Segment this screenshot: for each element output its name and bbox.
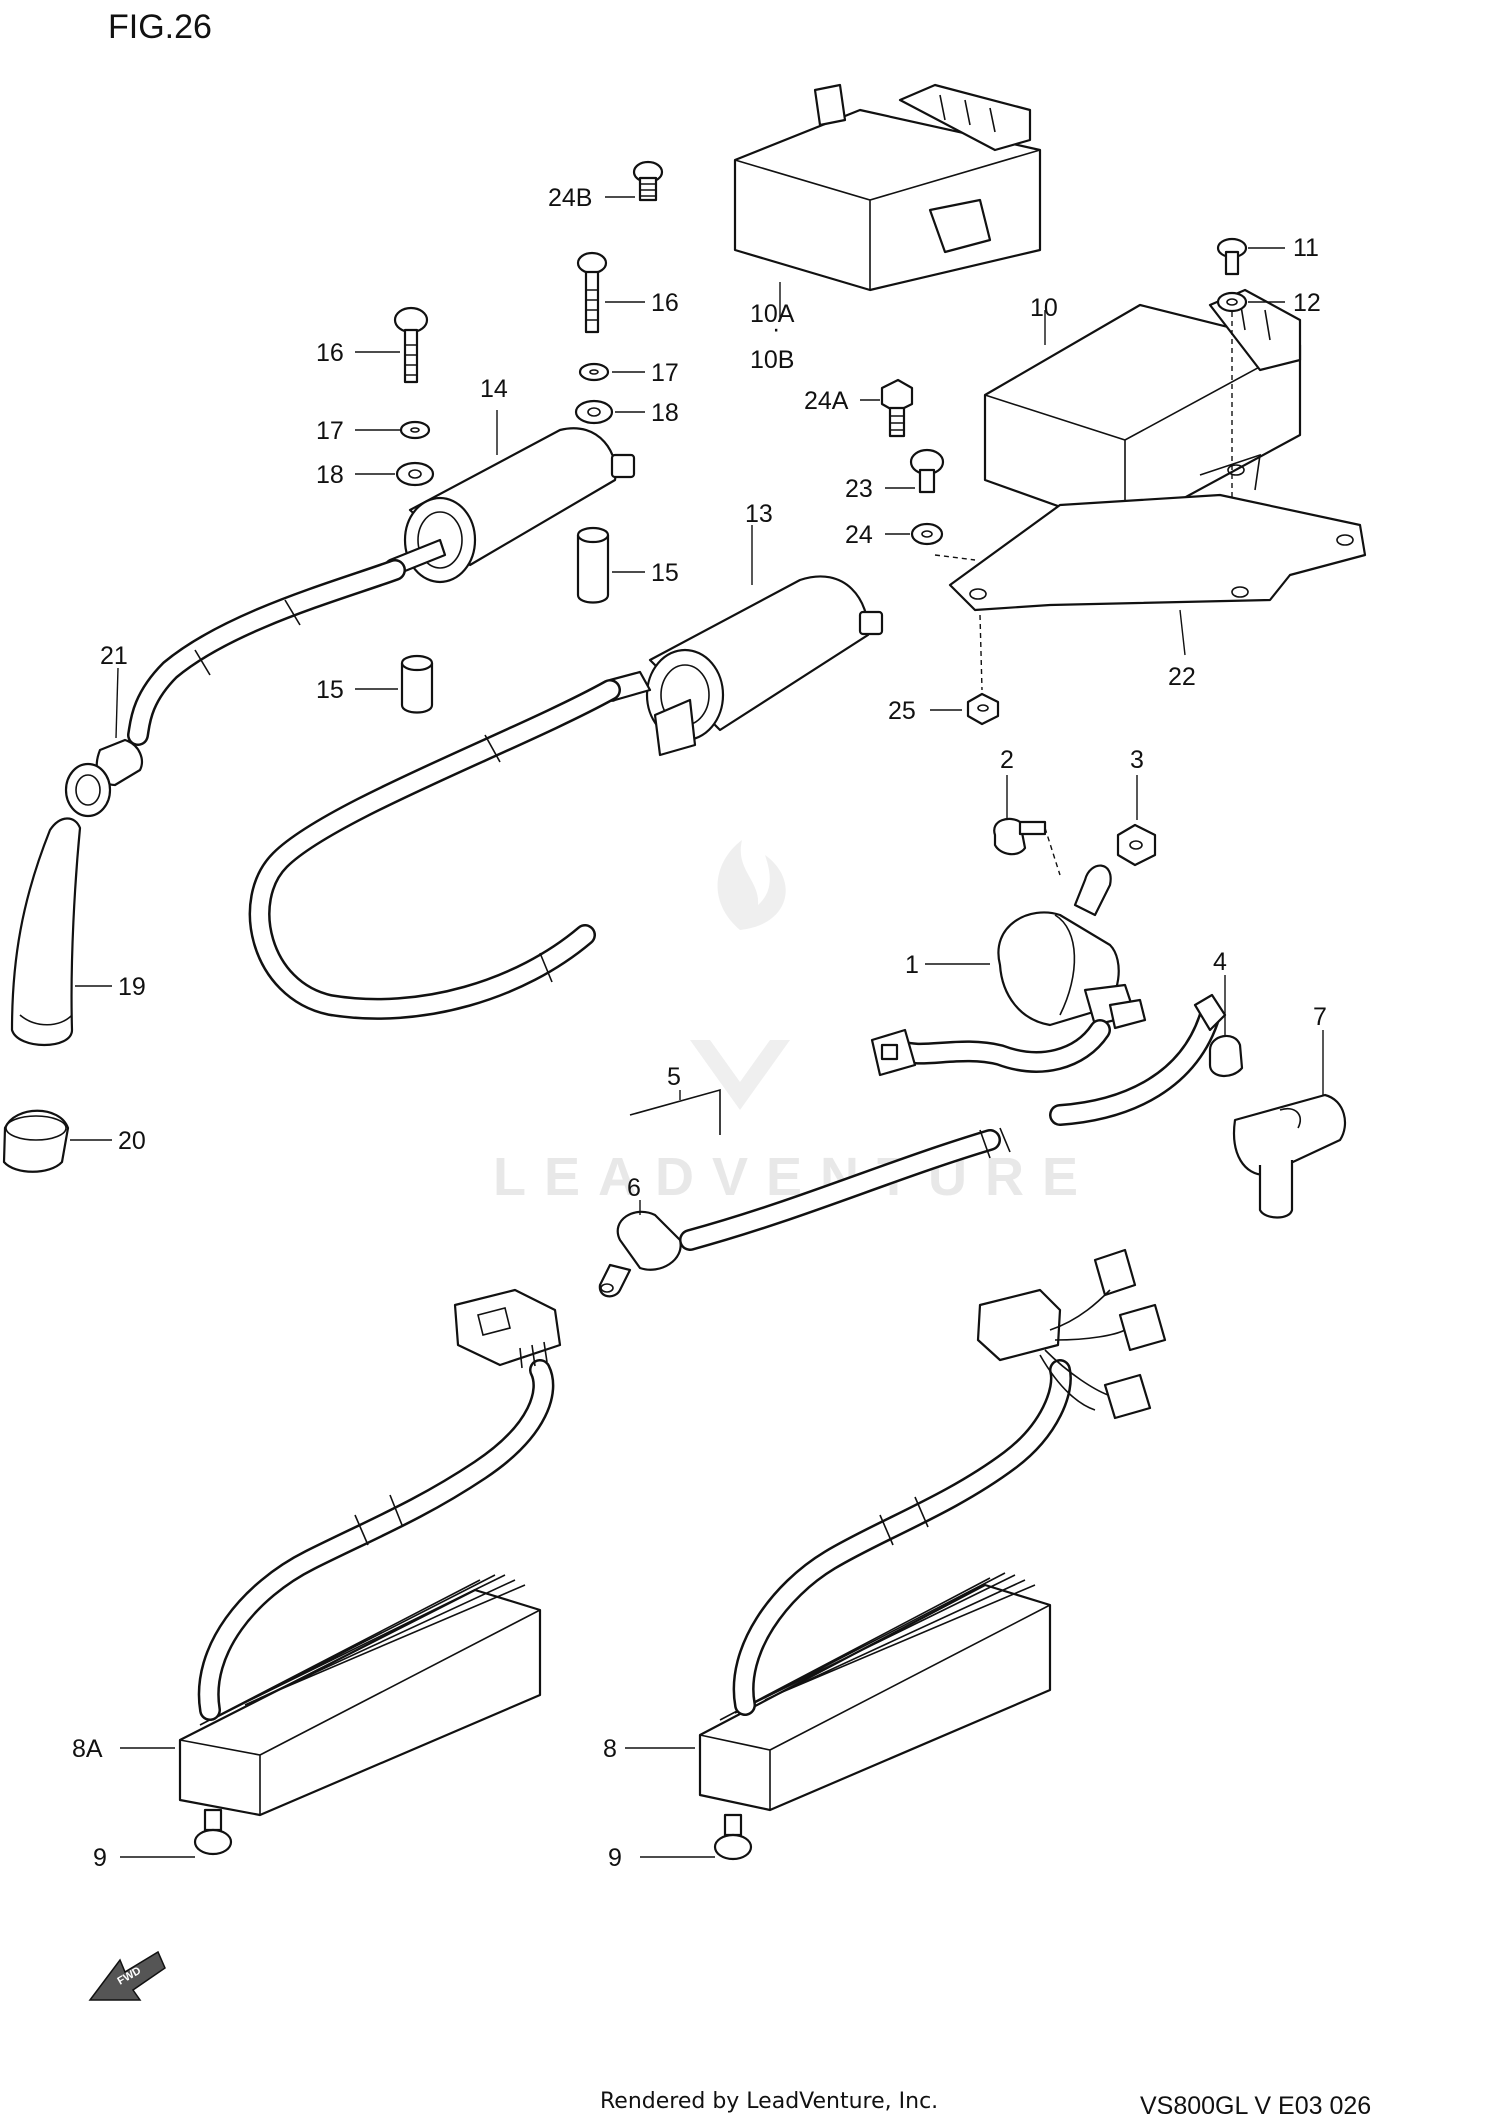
watermark: LEADVENTURE <box>493 840 1096 1207</box>
regulator-8[interactable] <box>698 1572 1052 1812</box>
bolt-9-right[interactable] <box>713 1813 753 1861</box>
relay-connector[interactable] <box>870 1028 917 1077</box>
callout-6: 6 <box>627 1174 641 1202</box>
callout-17-right: 17 <box>651 359 679 387</box>
spacer-15-upper[interactable] <box>576 526 610 604</box>
callout-24a: 24A <box>804 387 849 415</box>
washer-18-left[interactable] <box>395 461 435 487</box>
callout-4: 4 <box>1213 948 1227 976</box>
bracket-22[interactable] <box>948 453 1367 612</box>
footer-code: VS800GL V E03 026 <box>1140 2092 1371 2118</box>
regulator-8a[interactable] <box>178 1574 542 1817</box>
washer-12[interactable] <box>1216 291 1248 313</box>
callout-18-left: 18 <box>316 461 344 489</box>
callout-23: 23 <box>845 475 873 503</box>
callout-10b: 10B <box>750 346 794 374</box>
bolt-16-left[interactable] <box>393 306 429 384</box>
callout-19: 19 <box>118 973 146 1001</box>
ignition-coil-13[interactable] <box>603 575 884 757</box>
callout-25: 25 <box>888 697 916 725</box>
bolt-9-left[interactable] <box>193 1808 233 1856</box>
regulator-8a-connector[interactable] <box>453 1288 562 1369</box>
spacer-15-lower[interactable] <box>400 654 434 714</box>
callout-20: 20 <box>118 1127 146 1155</box>
watermark-text: LEADVENTURE <box>493 1147 1096 1207</box>
cdi-unit-10[interactable] <box>983 288 1302 532</box>
nut-25[interactable] <box>966 692 1000 726</box>
sensor-7[interactable] <box>1232 1093 1347 1219</box>
callout-21: 21 <box>100 642 128 670</box>
callout-9-right: 9 <box>608 1844 622 1872</box>
bolt-24a[interactable] <box>880 378 914 438</box>
cdi-unit-10a[interactable] <box>733 83 1042 292</box>
callout-9-left: 9 <box>93 1844 107 1872</box>
callout-13: 13 <box>745 500 773 528</box>
v-logo-icon <box>690 1040 790 1110</box>
washer-18-right[interactable] <box>574 399 614 425</box>
figure-title: FIG.26 <box>108 8 212 46</box>
callout-24: 24 <box>845 521 873 549</box>
starter-relay-1[interactable] <box>997 864 1147 1030</box>
plug-cap-21[interactable] <box>64 738 143 818</box>
callout-17-left: 17 <box>316 417 344 445</box>
flame-logo-icon <box>717 840 786 930</box>
callout-12: 12 <box>1293 289 1321 317</box>
callout-5: 5 <box>667 1063 681 1091</box>
leader-5 <box>629 1088 721 1135</box>
callout-16-right: 16 <box>651 289 679 317</box>
bolt-2[interactable] <box>993 817 1047 856</box>
washer-24[interactable] <box>910 522 944 546</box>
bolt-16-right[interactable] <box>576 251 608 334</box>
callout-15-lower: 15 <box>316 676 344 704</box>
washer-17-left[interactable] <box>399 420 431 440</box>
fwd-arrow-icon: FWD <box>88 1950 166 2001</box>
bolt-24b[interactable] <box>632 160 664 202</box>
callout-14: 14 <box>480 375 508 403</box>
callout-10a: 10A <box>750 300 795 328</box>
regulator-8-connectors[interactable] <box>976 1248 1167 1420</box>
callout-15-upper: 15 <box>651 559 679 587</box>
callout-18-right: 18 <box>651 399 679 427</box>
callout-3: 3 <box>1130 746 1144 774</box>
ignition-coil-14[interactable] <box>383 427 636 584</box>
callout-8a: 8A <box>72 1735 103 1763</box>
nut-3[interactable] <box>1116 823 1157 867</box>
boot-20[interactable] <box>2 1109 70 1173</box>
callout-24b: 24B <box>548 184 592 212</box>
callout-1: 1 <box>905 951 919 979</box>
callout-11: 11 <box>1293 234 1319 262</box>
ht-cable-14 <box>127 559 406 746</box>
callout-sep: · <box>772 315 780 343</box>
callout-10: 10 <box>1030 294 1058 322</box>
bolt-23[interactable] <box>909 448 945 494</box>
screw-11[interactable] <box>1216 237 1248 276</box>
callout-16-left: 16 <box>316 339 344 367</box>
callout-8: 8 <box>603 1735 617 1763</box>
terminal-cover-6[interactable] <box>598 1210 682 1298</box>
footer-credit: Rendered by LeadVenture, Inc. <box>600 2089 938 2114</box>
battery-lead-5[interactable] <box>679 1127 1011 1251</box>
callout-22: 22 <box>1168 663 1196 691</box>
washer-17-right[interactable] <box>578 362 610 382</box>
cap-4[interactable] <box>1208 1034 1244 1077</box>
plug-cap-19[interactable] <box>10 817 82 1047</box>
callout-2: 2 <box>1000 746 1014 774</box>
callout-7: 7 <box>1313 1003 1327 1031</box>
